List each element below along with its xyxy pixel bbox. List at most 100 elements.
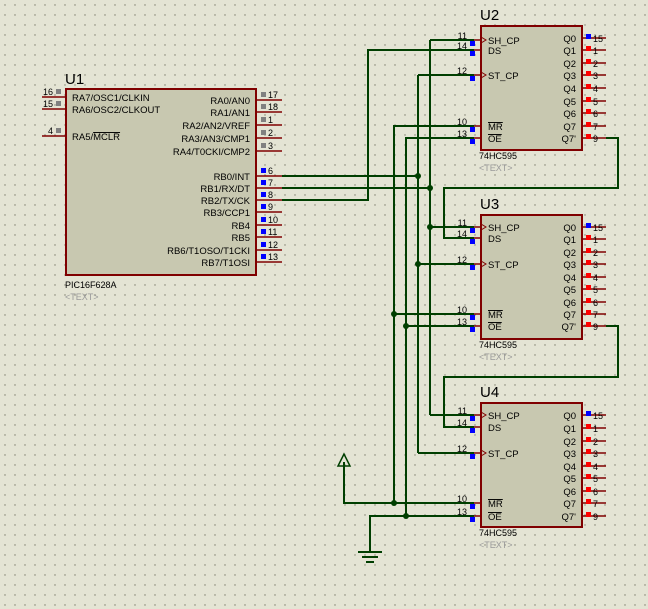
pin-marker [586,97,591,102]
chip-pin-num: 2 [593,248,598,258]
chip-body [480,402,583,528]
pin-marker [586,273,591,278]
chip-pin-label: OE [488,134,502,145]
u1-pin-label: RA2/AN2/VREF [182,121,250,132]
chip-pin-label: Q2 [563,437,576,448]
chip-pin-label: Q2 [563,248,576,259]
chip-pin-label: ST_CP [488,260,519,271]
u1-pin-label: RA7/OSC1/CLKIN [72,93,150,104]
wire-cascade-u3-u4[interactable] [443,325,619,428]
chip-pin-label: Q3 [563,71,576,82]
u1-pin-label: RA0/AN0 [210,96,250,107]
u1-pic16f628a[interactable]: U1PIC16F628A<TEXT>16RA7/OSC1/CLKIN15RA6/… [42,71,282,302]
chip-pin-num: 3 [593,71,598,81]
u1-pin-label: RB7/T1OSI [201,258,250,269]
pin-marker [470,228,475,233]
chip-pin-num: 12 [457,66,467,76]
chip-pin-label: OE [488,322,502,333]
pin-marker [586,34,591,39]
chip-ref: U2 [480,7,499,24]
chip-pin-label: OE [488,512,502,523]
chip-pin-num: 7 [593,122,598,132]
u1-body [65,88,257,276]
pin-marker [586,59,591,64]
pin-marker [56,128,61,133]
u1-pin-label: RA4/T0CKI/CMP2 [173,147,250,158]
u1-pin-num: 3 [268,141,273,151]
pin-marker [586,122,591,127]
u1-pin-label: RB6/T1OSO/T1CKI [167,246,250,257]
wire-oe-gnd[interactable] [369,515,474,552]
power-terminal-icon[interactable] [336,452,352,467]
pin-marker [470,428,475,433]
chip-pin-label: ST_CP [488,71,519,82]
chip-pin-label: Q7 [563,122,576,133]
chip-ref: U3 [480,196,499,213]
pin-marker [586,84,591,89]
u1-pin-label: RA5/MCLR [72,132,120,143]
wire-rb2-ds[interactable] [282,49,474,201]
pin-marker [586,285,591,290]
u1-pin-label: RB2/TX/CK [201,196,251,207]
chip-pin-num: 6 [593,487,598,497]
chip-pin-label: Q7' [562,322,577,333]
chip-pin-label: Q4 [563,273,576,284]
chip-pin-label: Q0 [563,223,576,234]
chip-pin-label: Q3 [563,449,576,460]
u1-ref: U1 [65,71,84,88]
u1-pin-num: 4 [48,126,53,136]
pin-marker [261,143,266,148]
pin-marker [261,168,266,173]
chip-pin-num: 15 [593,223,603,233]
pin-marker [586,499,591,504]
pin-marker [470,504,475,509]
chip-pin-num: 4 [593,273,598,283]
chip-text: <TEXT> [479,163,513,173]
ground-terminal-icon[interactable] [358,551,382,563]
chip-pin-label: Q6 [563,298,576,309]
chip-pin-num: 3 [593,449,598,459]
chip-pin-num: 9 [593,134,598,144]
u1-pin-num: 9 [268,202,273,212]
chip-pin-num: 4 [593,84,598,94]
chip-pin-num: 3 [593,260,598,270]
chip-pin-label: Q1 [563,46,576,57]
chip-text: <TEXT> [479,540,513,550]
pin-marker [261,192,266,197]
pin-marker [261,217,266,222]
chip-pin-num: 14 [457,418,467,428]
wire-mr-vcc[interactable] [343,462,474,504]
u1-pin-num: 1 [268,115,273,125]
chip-pin-num: 11 [458,218,467,228]
chip-pin-num: 11 [458,31,467,41]
chip-pin-num: 9 [593,512,598,522]
chip-pin-label: SH_CP [488,223,520,234]
chip-part: 74HC595 [479,528,517,538]
chip-pin-num: 10 [457,305,467,315]
pin-marker [586,449,591,454]
chip-pin-num: 1 [593,46,598,56]
pin-marker [470,76,475,81]
u1-pin-label: RB5 [232,233,250,244]
u1-pin-label: RB0/INT [214,172,251,183]
pin-marker [586,223,591,228]
wire-mr-bus[interactable] [393,125,474,503]
chip-pin-label: ST_CP [488,449,519,460]
chip-pin-label: Q6 [563,109,576,120]
pin-marker [261,204,266,209]
chip-pin-num: 14 [457,41,467,51]
chip-pin-num: 7 [593,499,598,509]
chip-pin-label: SH_CP [488,36,520,47]
u1-pin-num: 18 [268,102,278,112]
pin-marker [470,41,475,46]
pin-marker [470,239,475,244]
chip-pin-num: 4 [593,462,598,472]
u1-pin-label: RA1/AN1 [210,108,250,119]
pin-marker [470,315,475,320]
wire-cascade-u2-u3[interactable] [443,137,619,239]
chip-pin-label: Q4 [563,84,576,95]
wire-oe-bus[interactable] [405,137,474,516]
